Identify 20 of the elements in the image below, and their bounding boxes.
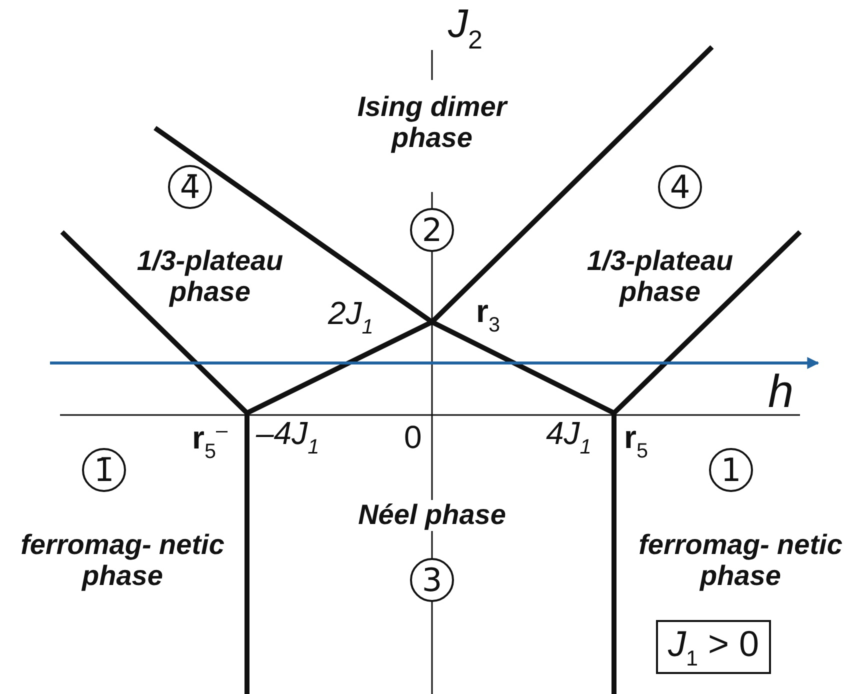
circled-number: 1̄ xyxy=(82,448,126,492)
point-label: r$_{5}$ xyxy=(624,420,648,464)
boundary-value: 2J$_{1}$ xyxy=(328,296,374,340)
circled-number: 4̄ xyxy=(168,165,212,209)
phase-label: Ising dimer phase xyxy=(356,92,509,154)
circled-number: 4 xyxy=(658,165,702,209)
phase-label: 1/3-plateau phase xyxy=(136,246,284,308)
axis-label: h xyxy=(768,366,794,417)
circled-number: 2 xyxy=(410,208,454,252)
axis-label: J$_{2}$ xyxy=(448,2,482,54)
phase-label: ferromag- netic phase xyxy=(638,530,843,592)
phase-label: 1/3-plateau phase xyxy=(586,246,734,308)
circled-number: 3 xyxy=(410,558,454,602)
tick-label: 4J$_{1}$ xyxy=(546,416,592,460)
point-label: r$_{3}$ xyxy=(476,294,500,338)
phase-label: ferromag- netic phase xyxy=(20,530,225,592)
circled-number: 1 xyxy=(709,448,753,492)
tick-label: –4J$_{1}$ xyxy=(256,416,320,460)
condition-box: J$_{1}$ > 0 xyxy=(656,620,772,674)
tick-label: 0 xyxy=(404,420,422,456)
